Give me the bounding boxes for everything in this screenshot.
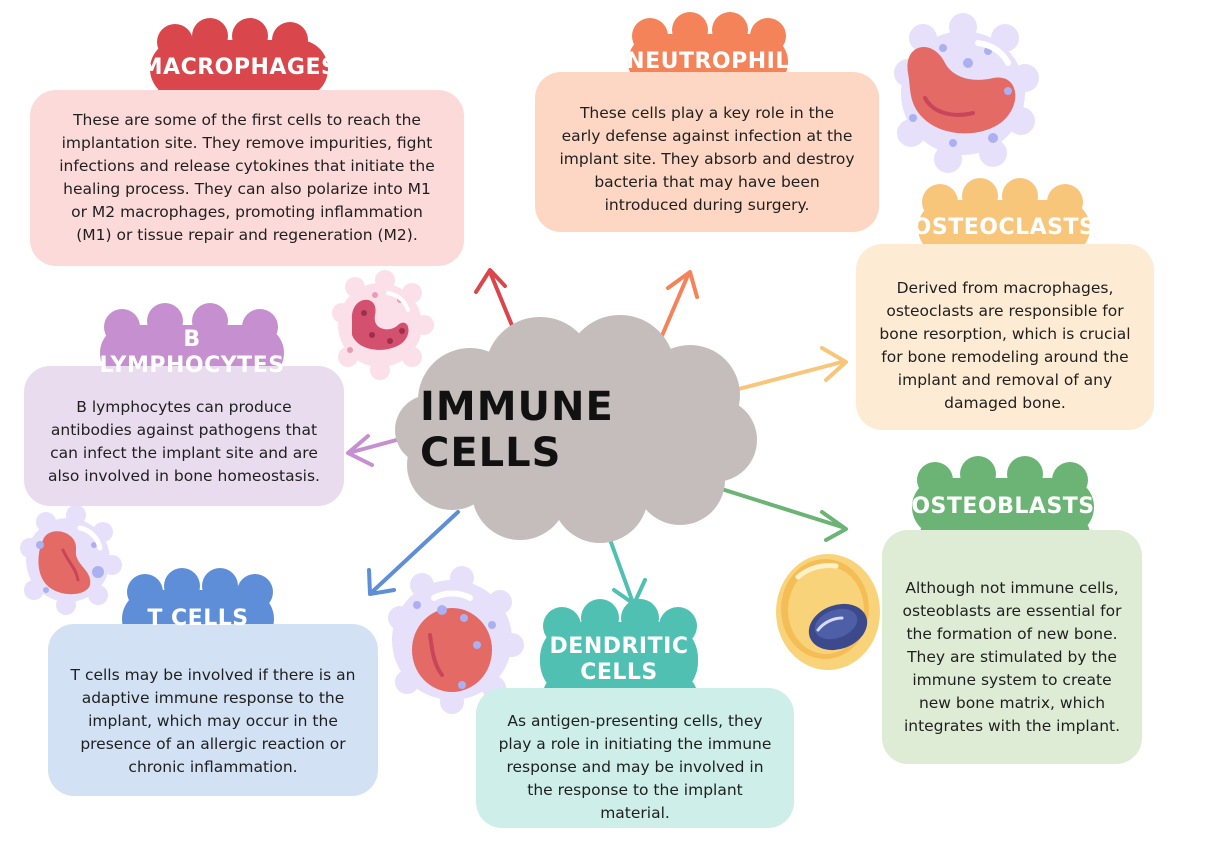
center-cloud: [395, 315, 757, 543]
osteoblasts-card: Although not immune cells, osteoblasts a…: [882, 530, 1142, 764]
neutrophil-cell-illustration: [894, 13, 1039, 173]
arrow-to-t-cells: [367, 510, 460, 596]
dendritic-cells-title: DENDRITIC CELLS: [549, 634, 689, 685]
t-cell-illustration-right: [388, 566, 524, 714]
t-cell-illustration-left: [20, 505, 122, 615]
arrow-to-osteoclasts: [733, 346, 848, 392]
center-title: IMMUNE CELLS: [420, 384, 614, 476]
dendritic-cells-text: As antigen-presenting cells, they play a…: [498, 711, 772, 822]
b-lymphocyte-cell-illustration: [332, 270, 434, 380]
macrophages-title: MACROPHAGES: [140, 55, 338, 80]
macrophages-card: These are some of the first cells to rea…: [30, 90, 464, 266]
neutrophil-card: These cells play a key role in the early…: [535, 72, 879, 232]
osteoblast-cell-illustration: [776, 554, 880, 670]
t-cells-text: T cells may be involved if there is an a…: [70, 665, 356, 776]
osteoclasts-card: Derived from macrophages, osteoclasts ar…: [856, 244, 1154, 430]
t-cells-card: T cells may be involved if there is an a…: [48, 624, 378, 796]
osteoblasts-text: Although not immune cells, osteoblasts a…: [902, 578, 1122, 735]
b-lymphocytes-text: B lymphocytes can produce antibodies aga…: [48, 398, 320, 485]
dendritic-cells-card: As antigen-presenting cells, they play a…: [476, 688, 794, 828]
b-lymphocytes-card: B lymphocytes can produce antibodies aga…: [24, 366, 344, 506]
b-lymphocytes-title: B LYMPHOCYTES: [99, 327, 285, 378]
macrophages-text: These are some of the first cells to rea…: [59, 111, 435, 244]
neutrophil-title: NEUTROPHIL: [626, 49, 790, 74]
osteoclasts-title: OSTEOCLASTS: [912, 215, 1096, 240]
osteoblasts-title: OSTEOBLASTS: [911, 494, 1095, 519]
osteoclasts-text: Derived from macrophages, osteoclasts ar…: [879, 279, 1131, 412]
arrow-to-osteoblasts: [710, 484, 848, 542]
neutrophil-text: These cells play a key role in the early…: [559, 103, 855, 214]
t-cells-title: T CELLS: [147, 606, 249, 631]
